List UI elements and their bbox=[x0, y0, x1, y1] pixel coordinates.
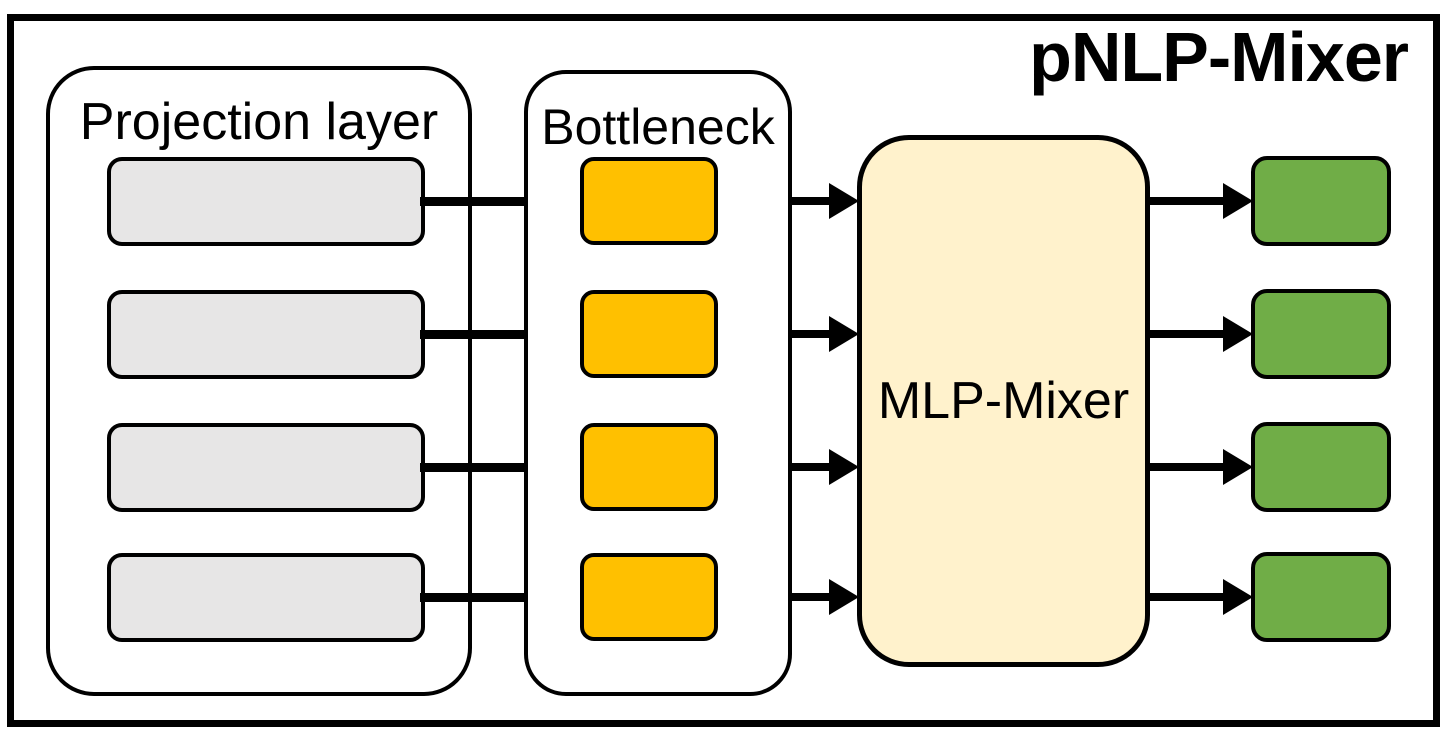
output-box-4 bbox=[1251, 552, 1391, 642]
arrow-mixer-to-output-3 bbox=[1148, 449, 1253, 485]
bottleneck-box-2 bbox=[580, 290, 718, 378]
arrow-shaft bbox=[1148, 463, 1227, 471]
arrow-head bbox=[1223, 183, 1253, 219]
input-feature-box-3 bbox=[107, 423, 425, 512]
arrow-head bbox=[1223, 449, 1253, 485]
arrow-head bbox=[829, 579, 859, 615]
arrow-mixer-to-output-4 bbox=[1148, 579, 1253, 615]
mlp-mixer-box: MLP-Mixer bbox=[857, 135, 1150, 667]
connector-line-3 bbox=[420, 463, 528, 472]
arrow-shaft bbox=[1148, 593, 1227, 601]
arrow-head bbox=[829, 316, 859, 352]
arrow-shaft bbox=[790, 593, 833, 601]
arrow-shaft bbox=[1148, 197, 1227, 205]
mlp-mixer-label: MLP-Mixer bbox=[877, 372, 1130, 430]
input-feature-box-1 bbox=[107, 157, 425, 246]
output-box-2 bbox=[1251, 289, 1391, 379]
input-feature-box-2 bbox=[107, 290, 425, 379]
arrow-head bbox=[1223, 579, 1253, 615]
arrow-head bbox=[829, 449, 859, 485]
arrow-mixer-to-output-1 bbox=[1148, 183, 1253, 219]
arrow-bottleneck-to-mixer-4 bbox=[790, 579, 859, 615]
arrow-bottleneck-to-mixer-1 bbox=[790, 183, 859, 219]
arrow-head bbox=[829, 183, 859, 219]
arrow-bottleneck-to-mixer-2 bbox=[790, 316, 859, 352]
bottleneck-box-4 bbox=[580, 553, 718, 641]
output-box-3 bbox=[1251, 422, 1391, 512]
connector-line-1 bbox=[420, 197, 528, 206]
diagram-title: pNLP-Mixer bbox=[1029, 18, 1409, 96]
bottleneck-box-1 bbox=[580, 157, 718, 245]
arrow-bottleneck-to-mixer-3 bbox=[790, 449, 859, 485]
connector-line-4 bbox=[420, 593, 528, 602]
arrow-shaft bbox=[790, 330, 833, 338]
arrow-mixer-to-output-2 bbox=[1148, 316, 1253, 352]
bottleneck-label: Bottleneck bbox=[541, 99, 775, 155]
projection-layer-label: Projection layer bbox=[79, 93, 439, 151]
arrow-shaft bbox=[1148, 330, 1227, 338]
bottleneck-box-3 bbox=[580, 423, 718, 511]
arrow-shaft bbox=[790, 197, 833, 205]
input-feature-box-4 bbox=[107, 553, 425, 642]
output-box-1 bbox=[1251, 156, 1391, 246]
arrow-head bbox=[1223, 316, 1253, 352]
connector-line-2 bbox=[420, 330, 528, 339]
arrow-shaft bbox=[790, 463, 833, 471]
